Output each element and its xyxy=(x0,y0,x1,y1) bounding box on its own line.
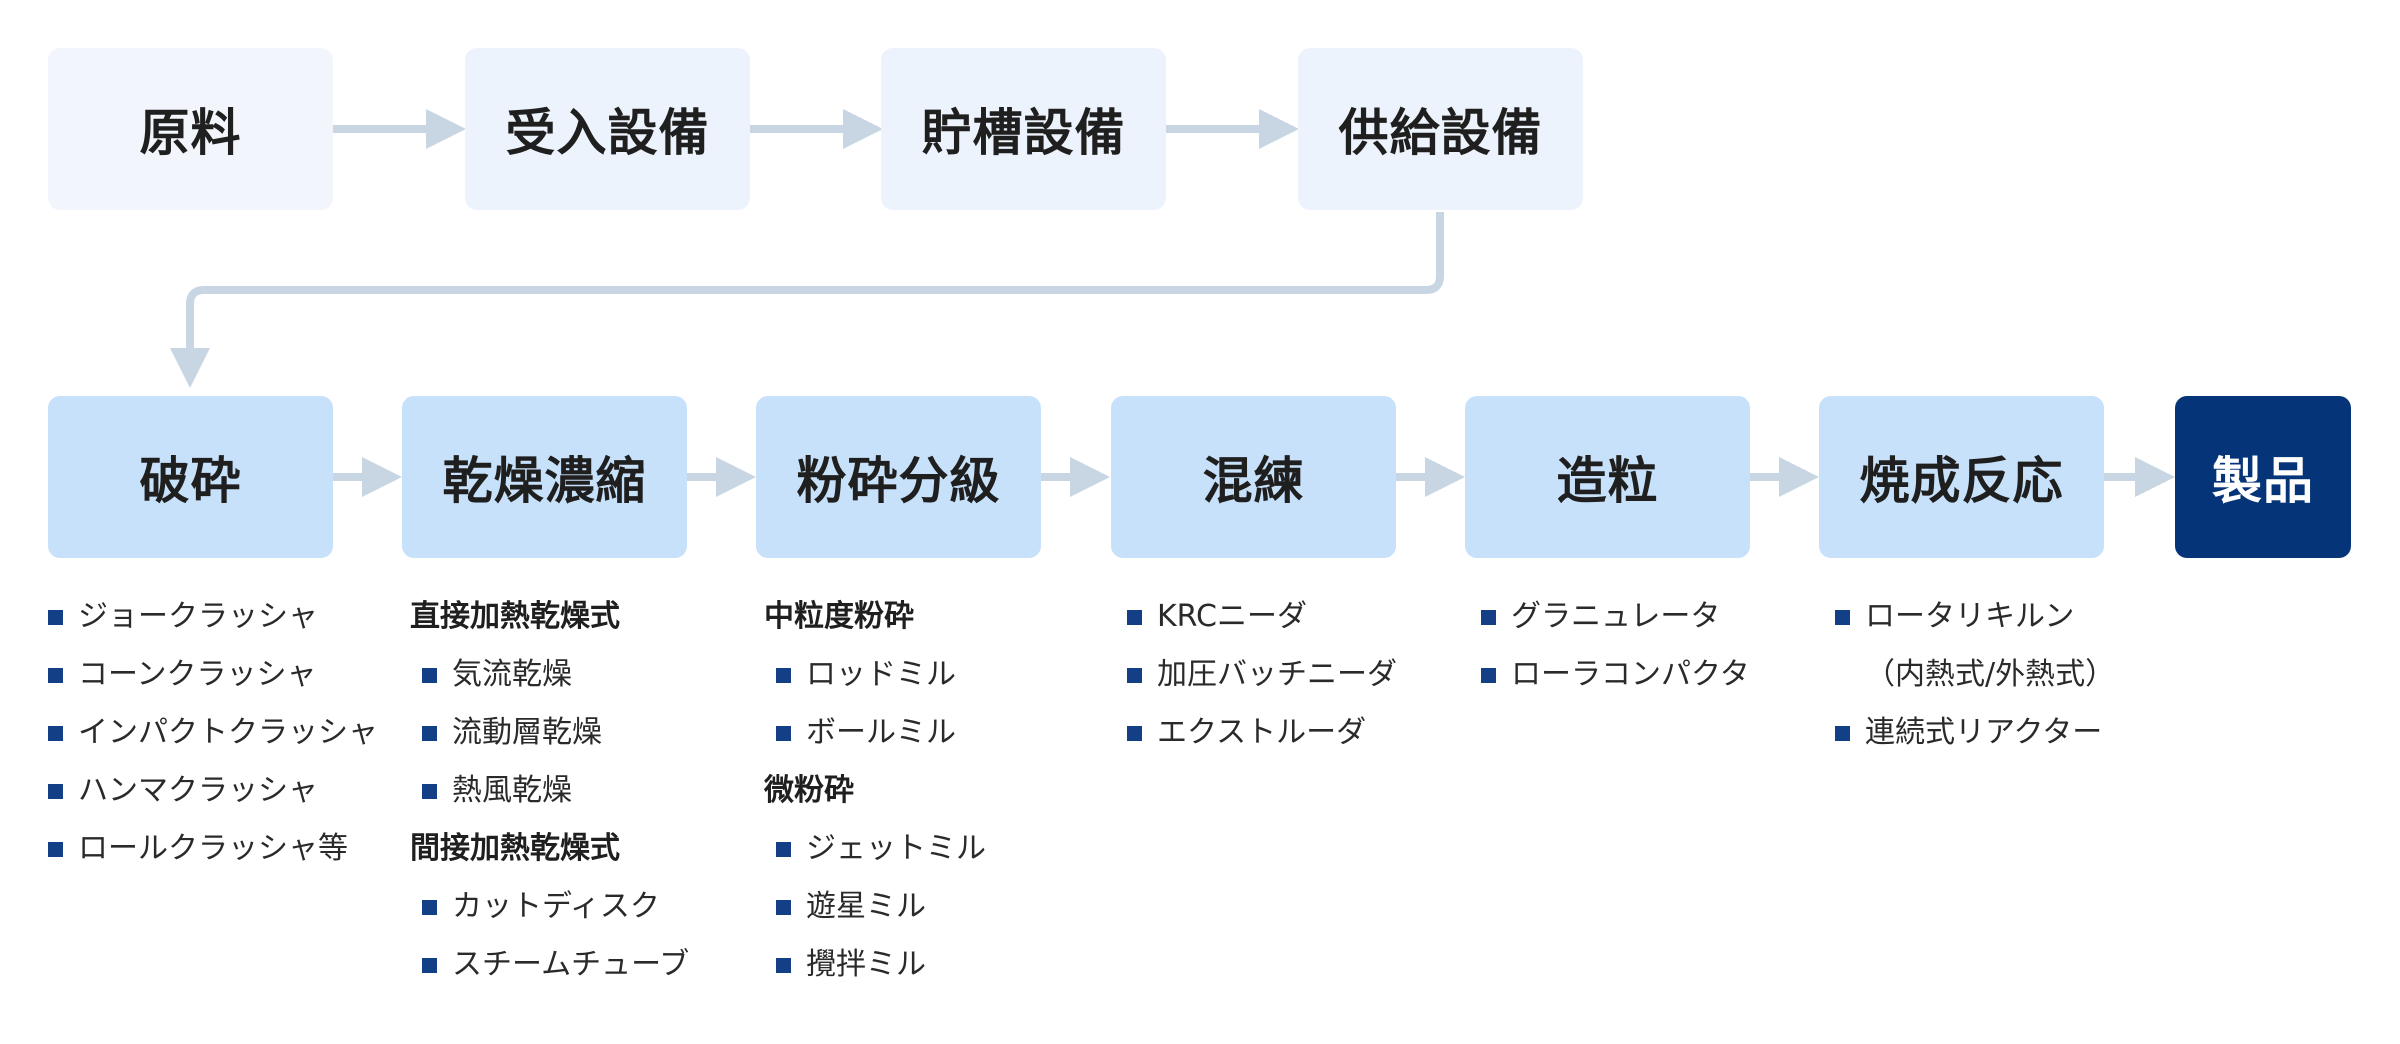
bullet-icon xyxy=(776,957,791,973)
list-item-continuation: （内熱式/外熱式） xyxy=(1865,657,2116,692)
list-item: 流動層乾燥 xyxy=(410,704,689,762)
list-item: コーンクラッシャ xyxy=(48,646,378,704)
step-supply-equipment: 供給設備 xyxy=(1298,48,1583,210)
bullet-icon xyxy=(422,667,437,683)
calcination-equipment-list: ロータリキルン （内熱式/外熱式） 連続式リアクター xyxy=(1835,588,2115,762)
bullet-icon xyxy=(422,957,437,973)
list-item: ロッドミル xyxy=(764,646,986,704)
step-storage-equipment: 貯槽設備 xyxy=(881,48,1166,210)
bullet-icon xyxy=(48,609,63,625)
bullet-icon xyxy=(1127,667,1142,683)
bullet-icon xyxy=(776,841,791,857)
step-kneading: 混練 xyxy=(1111,396,1396,558)
bullet-icon xyxy=(422,783,437,799)
bullet-icon xyxy=(48,725,63,741)
group-heading-fine-grinding: 微粉砕 xyxy=(764,773,854,808)
list-item: ローラコンパクタ xyxy=(1481,646,1750,704)
group-heading-indirect-heating: 間接加熱乾燥式 xyxy=(410,831,620,866)
bullet-icon xyxy=(776,725,791,741)
list-item: ハンマクラッシャ xyxy=(48,762,378,820)
step-drying-concentration: 乾燥濃縮 xyxy=(402,396,687,558)
group-heading-medium-grinding: 中粒度粉砕 xyxy=(764,599,914,634)
bullet-icon xyxy=(48,783,63,799)
bullet-icon xyxy=(1481,667,1496,683)
bullet-icon xyxy=(1127,725,1142,741)
bullet-icon xyxy=(1835,609,1850,625)
granulation-equipment-list: グラニュレータ ローラコンパクタ xyxy=(1481,588,1750,704)
bullet-icon xyxy=(422,725,437,741)
bullet-icon xyxy=(422,899,437,915)
bullet-icon xyxy=(776,667,791,683)
group-heading-direct-heating: 直接加熱乾燥式 xyxy=(410,599,620,634)
list-item: ロータリキルン xyxy=(1835,588,2115,646)
list-item: 連続式リアクター xyxy=(1835,704,2115,762)
list-item: 熱風乾燥 xyxy=(410,762,689,820)
arrow-supply-to-crushing xyxy=(170,212,1444,388)
step-grinding-classification: 粉砕分級 xyxy=(756,396,1041,558)
list-item: インパクトクラッシャ xyxy=(48,704,378,762)
list-item: 攪拌ミル xyxy=(764,936,986,994)
list-item: ボールミル xyxy=(764,704,986,762)
list-item: KRCニーダ xyxy=(1127,588,1397,646)
bullet-icon xyxy=(48,667,63,683)
drying-equipment-list: 直接加熱乾燥式 気流乾燥 流動層乾燥 熱風乾燥 間接加熱乾燥式 カットディスク … xyxy=(410,588,689,994)
list-item: カットディスク xyxy=(410,878,689,936)
step-product: 製品 xyxy=(2175,396,2351,558)
list-item: 加圧バッチニーダ xyxy=(1127,646,1397,704)
bullet-icon xyxy=(1481,609,1496,625)
bullet-icon xyxy=(1127,609,1142,625)
list-item: スチームチューブ xyxy=(410,936,689,994)
list-item: ジェットミル xyxy=(764,820,986,878)
list-item: エクストルーダ xyxy=(1127,704,1397,762)
bullet-icon xyxy=(48,841,63,857)
list-item: 気流乾燥 xyxy=(410,646,689,704)
step-receiving-equipment: 受入設備 xyxy=(465,48,750,210)
list-item: ロールクラッシャ等 xyxy=(48,820,378,878)
crushing-equipment-list: ジョークラッシャ コーンクラッシャ インパクトクラッシャ ハンマクラッシャ ロー… xyxy=(48,588,378,878)
bullet-icon xyxy=(1835,725,1850,741)
kneading-equipment-list: KRCニーダ 加圧バッチニーダ エクストルーダ xyxy=(1127,588,1397,762)
step-calcination-reaction: 焼成反応 xyxy=(1819,396,2104,558)
grinding-equipment-list: 中粒度粉砕 ロッドミル ボールミル 微粉砕 ジェットミル 遊星ミル 攪拌ミル xyxy=(764,588,986,994)
list-item: ジョークラッシャ xyxy=(48,588,378,646)
step-crushing: 破砕 xyxy=(48,396,333,558)
step-granulation: 造粒 xyxy=(1465,396,1750,558)
bullet-icon xyxy=(776,899,791,915)
list-item: グラニュレータ xyxy=(1481,588,1750,646)
list-item: 遊星ミル xyxy=(764,878,986,936)
step-raw-material: 原料 xyxy=(48,48,333,210)
